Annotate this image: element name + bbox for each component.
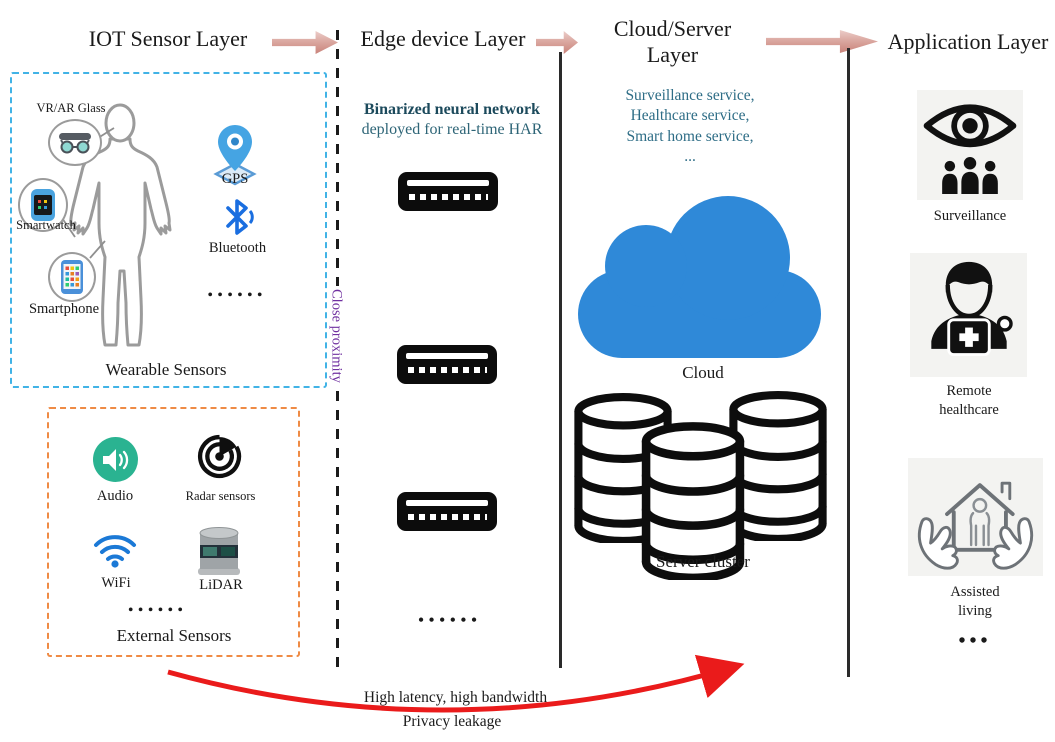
assisted-living-icon: [908, 458, 1043, 576]
more-sensors-dots: ••••••: [207, 288, 268, 303]
cloud-icon: [572, 194, 828, 360]
radar-sensors-icon: [197, 434, 242, 479]
smartphone-label: Smartphone: [28, 301, 100, 317]
edge-device-icon: [397, 345, 497, 384]
bluetooth-label: Bluetooth: [208, 240, 267, 256]
cloud-services-text: Surveillance service, Healthcare service…: [585, 86, 795, 168]
device-slot: [406, 500, 488, 506]
offload-arrow: [150, 653, 770, 742]
device-slot: [407, 180, 489, 186]
surveillance-icon: [917, 90, 1023, 200]
wearable-sensors-box: [10, 72, 327, 388]
layer-arrow-icon: [272, 31, 338, 54]
smartphone-icon: [48, 252, 96, 302]
audio-label: Audio: [96, 488, 134, 504]
device-ports: [408, 514, 487, 520]
more-devices-dots: ••••••: [418, 612, 482, 629]
lidar-label: LiDAR: [199, 577, 243, 593]
service-line: Surveillance service,: [625, 87, 755, 104]
latency-caption-line2: Privacy leakage: [402, 713, 502, 730]
gps-label: GPS: [221, 171, 249, 187]
cloud-layer-title: Cloud/Server Layer: [613, 16, 732, 67]
assisted-living-label: Assisted living: [950, 584, 1000, 619]
server-cylinder-icon: [637, 420, 749, 580]
bnn-text: Binarized neural network deployed for re…: [352, 100, 552, 140]
layer-divider: [847, 48, 850, 677]
wifi-label: WiFi: [101, 575, 131, 591]
service-line: Smart home service,: [626, 127, 754, 145]
layer-divider: [559, 52, 562, 668]
device-slot: [406, 353, 488, 359]
layer-arrow-icon: [766, 30, 878, 53]
device-ports: [408, 367, 487, 373]
surveillance-label: Surveillance: [933, 208, 1007, 224]
remote-healthcare-label: Remote healthcare: [939, 383, 999, 418]
edge-layer-title: Edge device Layer: [360, 26, 526, 51]
service-line: ...: [684, 148, 696, 166]
lidar-icon: [196, 525, 242, 577]
bluetooth-icon: [219, 196, 257, 238]
cloud-label: Cloud: [682, 363, 724, 382]
radar-sensors-label: Radar sensors: [185, 489, 256, 503]
device-ports: [409, 194, 488, 200]
gps-icon: [213, 124, 257, 186]
smartwatch-label: Smartwatch: [16, 218, 76, 232]
vr-ar-glass-icon: [48, 119, 102, 166]
remote-healthcare-icon: [910, 253, 1027, 377]
service-line: Healthcare service,: [630, 107, 750, 125]
layer-arrow-icon: [536, 31, 578, 54]
edge-device-icon: [397, 492, 497, 531]
iot-layer-title: IOT Sensor Layer: [88, 26, 248, 51]
app-layer-title: Application Layer: [887, 29, 1049, 54]
human-body-icon: [56, 103, 188, 355]
external-sensors-box: [47, 407, 300, 657]
vr-ar-glass-label: VR/AR Glass: [36, 101, 106, 115]
close-proximity-label: Close proximity: [329, 286, 345, 386]
more-apps-dots: •••: [958, 630, 992, 652]
audio-icon: [93, 437, 138, 482]
server-cluster-label: Server cluster: [656, 552, 750, 571]
smartwatch-icon: [18, 178, 68, 232]
external-sensors-label: External Sensors: [116, 626, 232, 645]
edge-device-icon: [398, 172, 498, 211]
wearable-sensors-label: Wearable Sensors: [105, 360, 227, 379]
bnn-regular-line: deployed for real-time HAR: [361, 121, 543, 138]
wifi-icon: [92, 530, 138, 568]
bnn-bold-line: Binarized neural network: [364, 101, 540, 118]
latency-caption-line1: High latency, high bandwidth: [363, 689, 548, 706]
more-sensors-dots: ••••••: [128, 603, 188, 618]
